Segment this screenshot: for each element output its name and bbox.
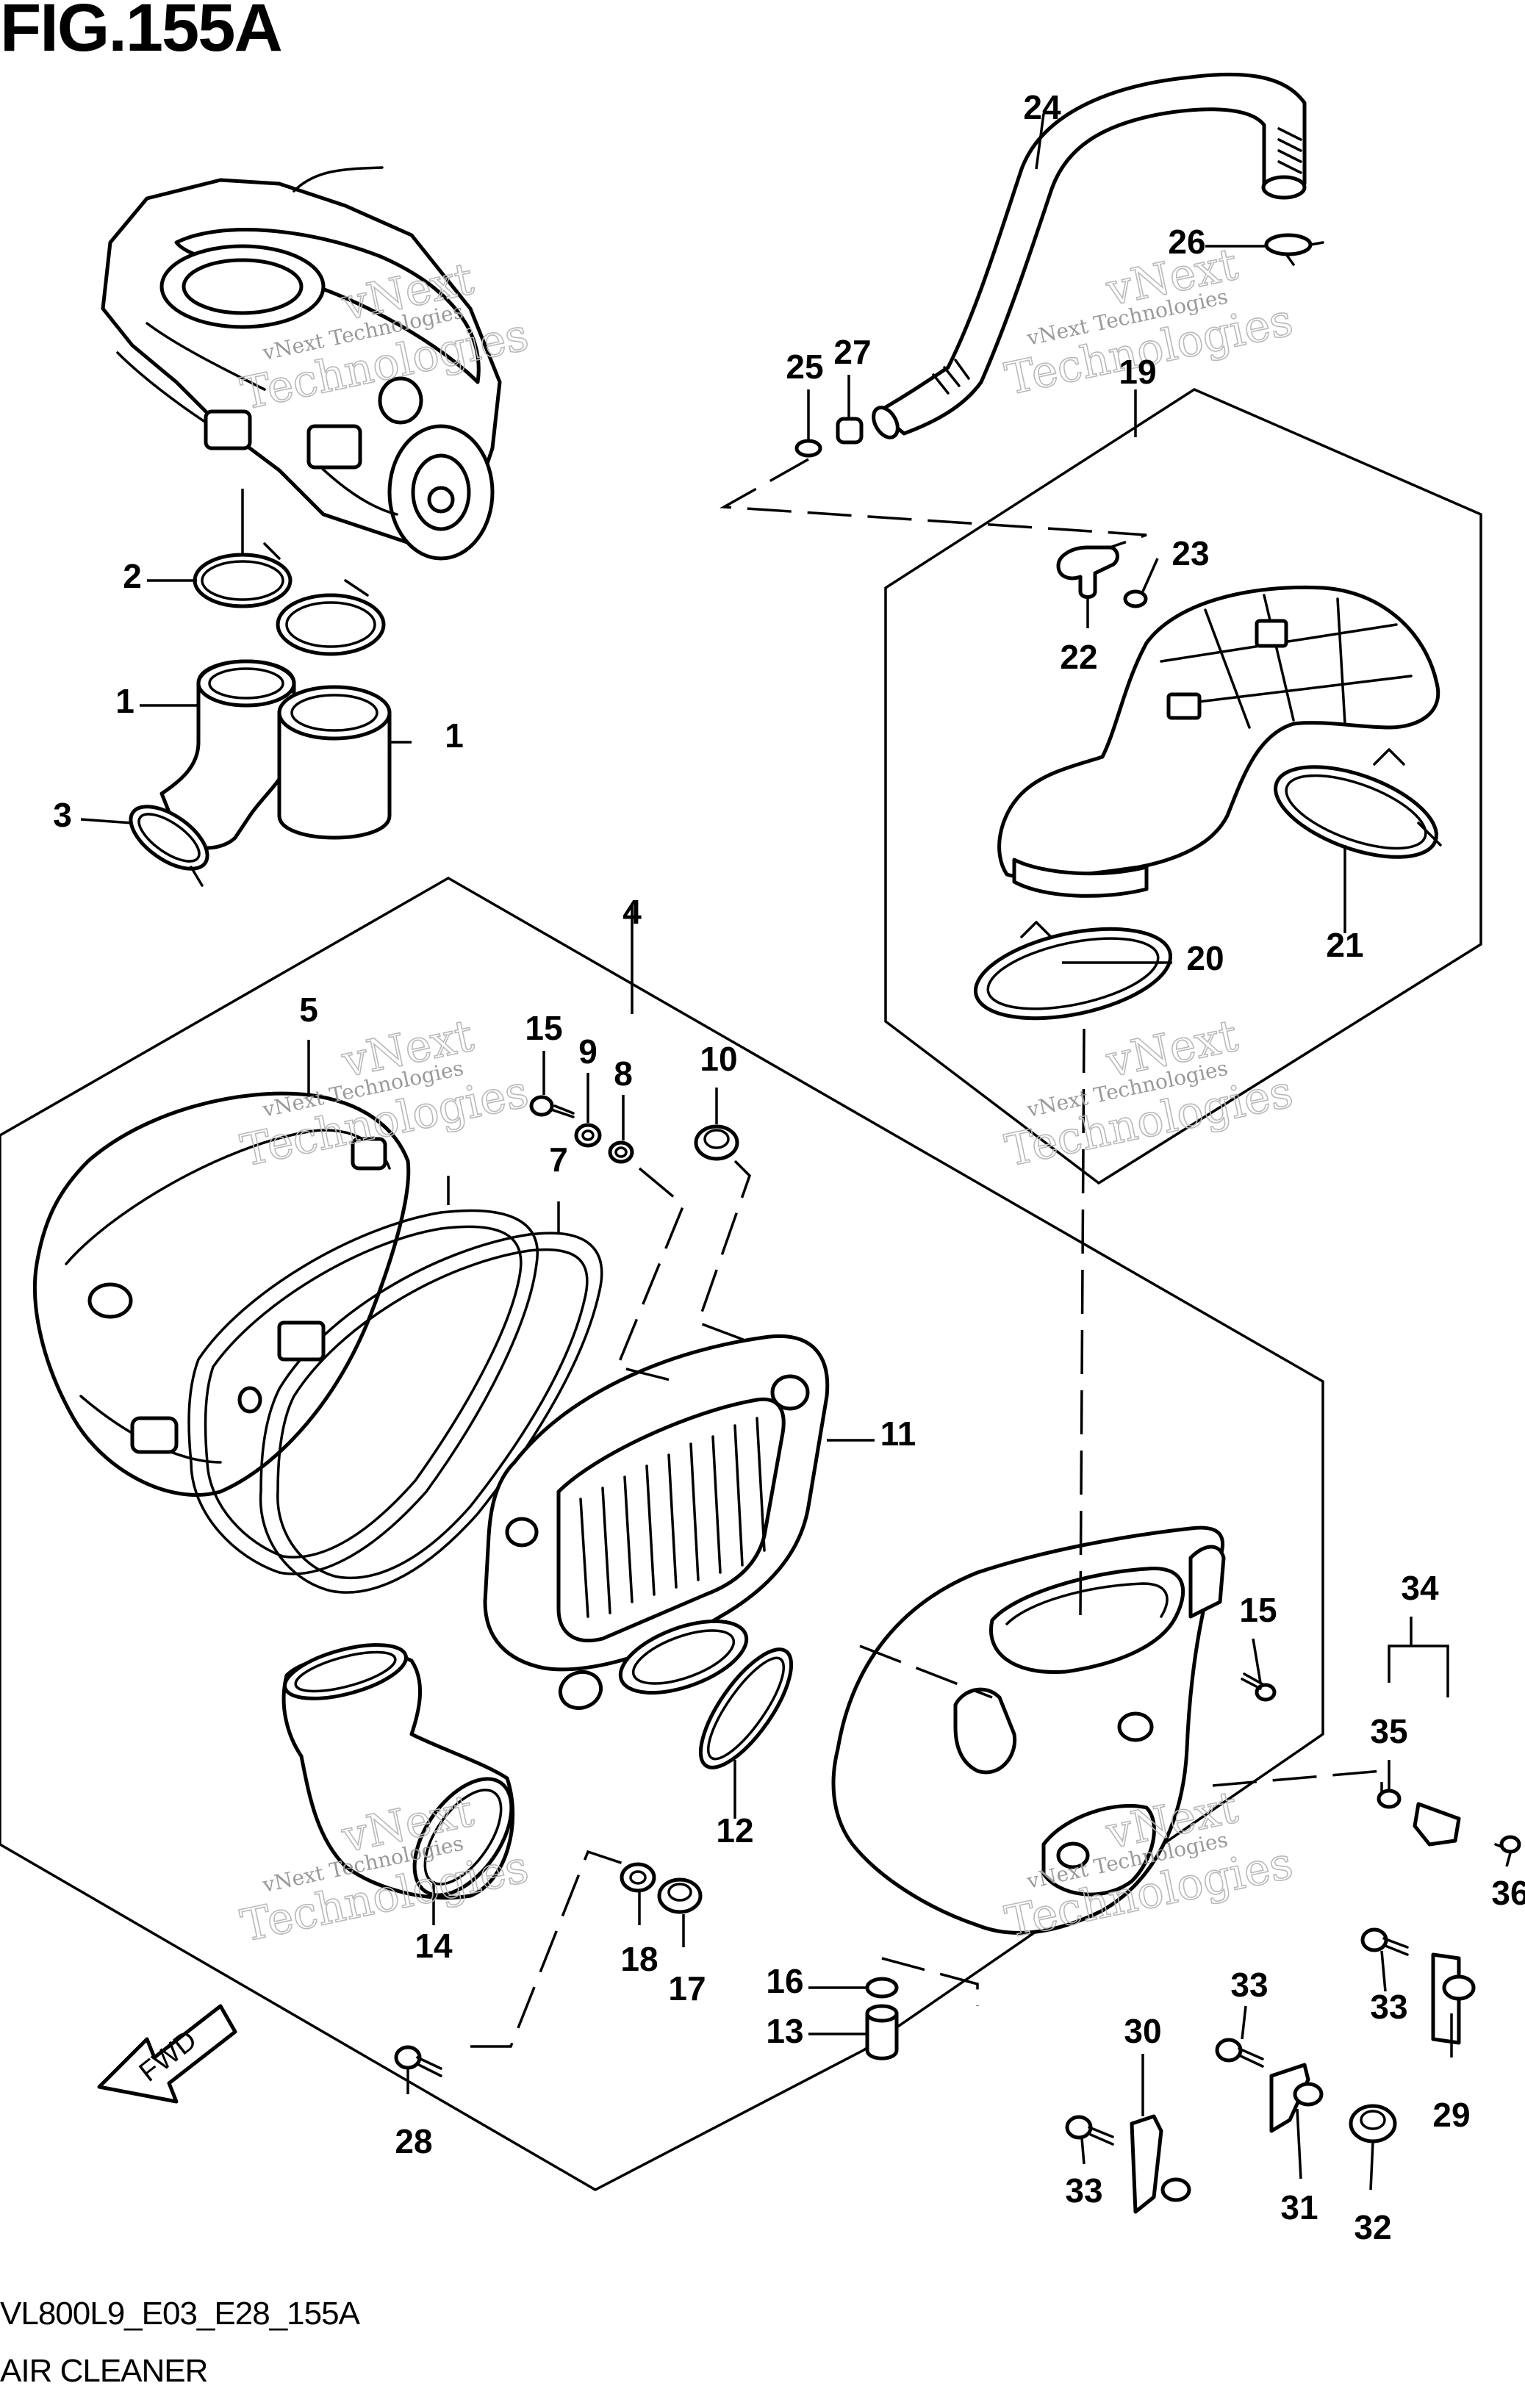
callout-9: 9 — [578, 1032, 598, 1071]
callout-3: 3 — [53, 796, 72, 834]
callout-33-right: 33 — [1370, 1988, 1407, 2026]
washer-8-illustration — [608, 1140, 634, 1164]
throttle-body-illustration — [101, 166, 502, 561]
figure-title: FIG.155A — [0, 0, 283, 65]
bracket-29-illustration — [1431, 1952, 1476, 2045]
callout-5: 5 — [299, 991, 318, 1029]
air-duct-19-illustration — [997, 585, 1440, 898]
grommet-17-illustration — [657, 1877, 703, 1914]
callout-12: 12 — [716, 1811, 753, 1850]
grommet-10-illustration — [694, 1124, 739, 1161]
bolt-28-illustration — [394, 2045, 442, 2077]
callout-21: 21 — [1326, 926, 1363, 964]
bolt-33-left-illustration — [1065, 2115, 1114, 2146]
callout-27: 27 — [833, 333, 871, 371]
callout-13: 13 — [766, 2012, 803, 2050]
sensor-34-illustration — [1377, 1789, 1521, 1854]
callout-14: 14 — [415, 1927, 453, 1965]
element-11-illustration — [483, 1334, 830, 1711]
callout-24: 24 — [1023, 88, 1061, 126]
callout-26: 26 — [1168, 223, 1205, 261]
grommet-32-illustration — [1349, 2104, 1397, 2143]
callout-33-left: 33 — [1065, 2171, 1102, 2210]
case-4-illustration — [831, 1525, 1226, 1935]
callout-30: 30 — [1124, 2012, 1161, 2050]
callout-28: 28 — [395, 2122, 432, 2160]
collar-18-illustration — [620, 1862, 656, 1893]
callout-1-left: 1 — [115, 682, 134, 720]
callout-15-upper: 15 — [525, 1009, 562, 1047]
callout-7: 7 — [549, 1140, 568, 1179]
screw-15-lower-illustration — [1241, 1672, 1277, 1702]
group-box-19 — [884, 388, 1482, 1185]
callout-11: 11 — [880, 1415, 916, 1453]
clip-16-illustration — [865, 1977, 899, 1999]
gasket-12-illustration — [698, 1647, 794, 1769]
callout-22: 22 — [1060, 638, 1097, 676]
callout-20: 20 — [1186, 939, 1224, 977]
clamp-26-illustration — [1264, 233, 1324, 266]
callout-16: 16 — [766, 1962, 803, 2000]
clip-23-illustration — [1123, 589, 1148, 608]
callout-8: 8 — [614, 1054, 633, 1093]
callouts: 1 1 2 3 4 5 7 8 9 10 11 12 13 14 15 15 1… — [53, 88, 1525, 2246]
callout-15-lower: 15 — [1239, 1591, 1277, 1629]
bolt-33-right-illustration — [1360, 1927, 1409, 1956]
fitting-27-illustration — [836, 417, 864, 445]
clamp-2-illustration — [193, 542, 386, 656]
callout-23: 23 — [1171, 534, 1209, 572]
fwd-arrow: FWD — [97, 2004, 237, 2104]
callout-32: 32 — [1354, 2208, 1391, 2246]
figure-name: AIR CLEANER — [0, 2353, 208, 2389]
figure-code: VL800L9_E03_E28_155A — [0, 2296, 360, 2332]
washer-9-illustration — [574, 1123, 602, 1148]
callout-36: 36 — [1491, 1874, 1525, 1912]
screw-15-upper-illustration — [529, 1095, 575, 1118]
callout-17: 17 — [668, 1969, 706, 2008]
callout-18: 18 — [620, 1940, 658, 1978]
callout-29: 29 — [1432, 2096, 1470, 2134]
callout-2: 2 — [123, 557, 142, 595]
plug-13-illustration — [865, 2004, 899, 2060]
intake-joint-1-illustration — [159, 659, 392, 850]
leader-lines — [80, 113, 1512, 2190]
callout-4: 4 — [622, 893, 642, 931]
callout-19: 19 — [1119, 353, 1156, 391]
callout-31: 31 — [1280, 2188, 1318, 2226]
bolt-33-mid-illustration — [1215, 2038, 1264, 2068]
clamp-3-illustration — [129, 805, 209, 887]
callout-10: 10 — [700, 1040, 737, 1078]
callout-35: 35 — [1370, 1712, 1407, 1750]
hose-24-illustration — [872, 72, 1307, 439]
dashed-lines — [470, 458, 1383, 2048]
band-20-illustration — [973, 921, 1173, 1021]
duct-14-illustration — [281, 1643, 515, 1900]
callout-25: 25 — [786, 348, 823, 386]
fitting-22-illustration — [1056, 545, 1119, 599]
bracket-30-illustration — [1130, 2114, 1191, 2214]
callout-1-right: 1 — [445, 716, 464, 755]
band-21-illustration — [1274, 748, 1442, 859]
callout-33-mid: 33 — [1230, 1966, 1268, 2004]
bracket-31-illustration — [1269, 2063, 1324, 2133]
clip-25-illustration — [794, 439, 822, 458]
callout-34: 34 — [1401, 1569, 1439, 1607]
